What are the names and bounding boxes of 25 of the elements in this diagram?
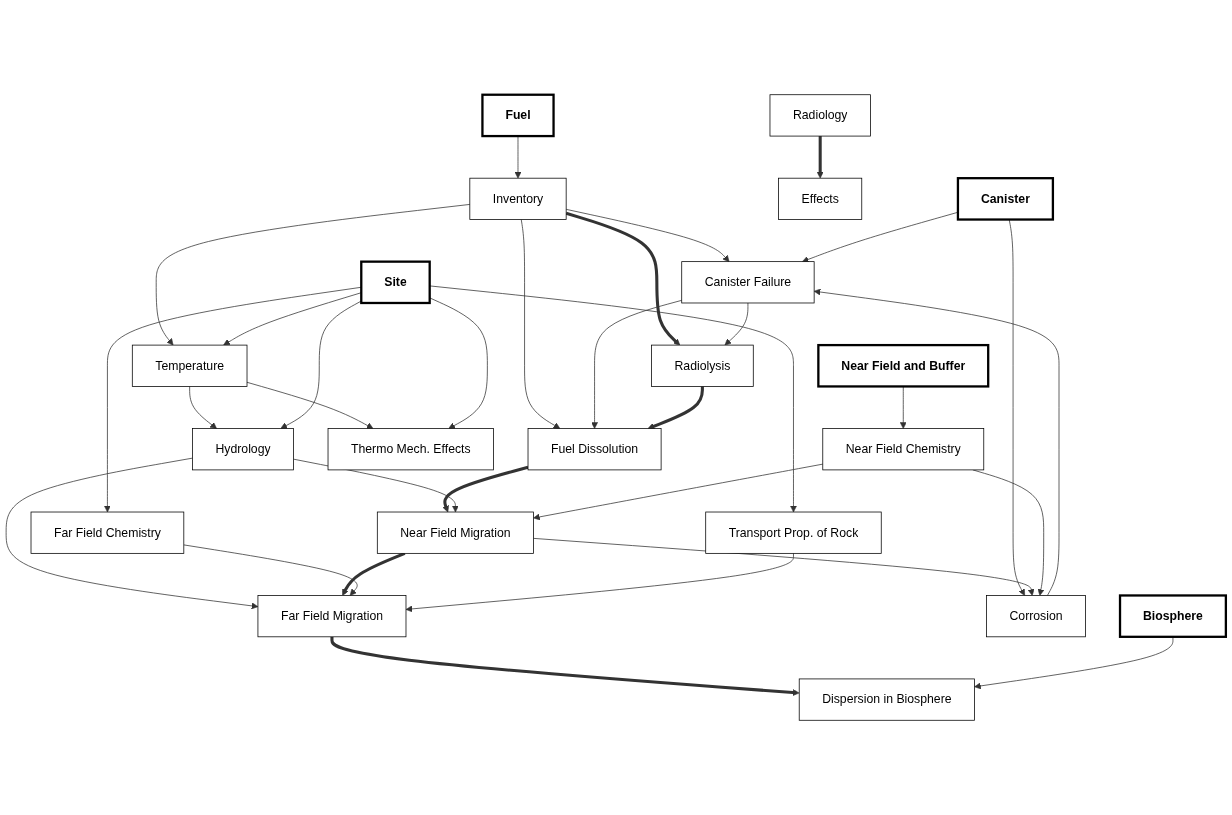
node-box: Dispersion in Biosphere (798, 678, 975, 721)
arrow (647, 386, 704, 430)
arrow (565, 211, 681, 346)
node-box: Fuel Dissolution (527, 428, 662, 471)
node-box: Radiology (769, 94, 871, 137)
node-box: Hydrology (192, 428, 294, 471)
node-box: Near Field Migration (376, 511, 534, 554)
node-box: Biosphere (1118, 594, 1227, 638)
node-box: Canister Failure (681, 261, 815, 304)
node-box: Near Field Chemistry (822, 428, 985, 471)
node-box: Inventory (469, 177, 567, 220)
node-box: Far Field Chemistry (30, 511, 185, 554)
node-box: Near Field and Buffer (817, 343, 990, 388)
node-box: Corrosion (986, 595, 1086, 638)
node-box: Fuel (481, 93, 555, 138)
node-box: Transport Prop. of Rock (705, 511, 882, 554)
arrow (816, 136, 824, 179)
node-box: Temperature (131, 344, 248, 387)
node-box: Canister (956, 177, 1055, 221)
node-box: Site (360, 260, 431, 305)
node-box: Thermo Mech. Effects (327, 428, 494, 471)
node-box: Far Field Migration (257, 595, 407, 638)
node-box: Radiolysis (651, 344, 754, 387)
arrow (442, 465, 529, 513)
node-box: Effects (778, 177, 863, 220)
